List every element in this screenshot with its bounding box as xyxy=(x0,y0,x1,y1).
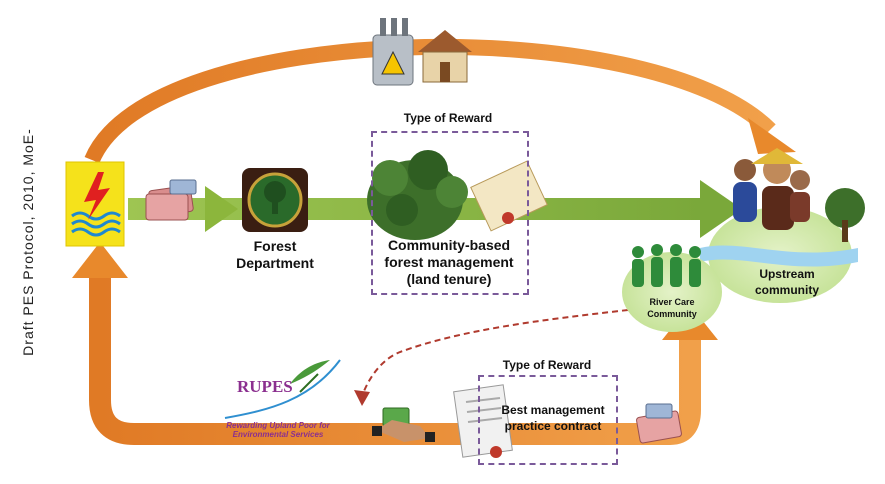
rupes-subtitle: Rewarding Upland Poor for Environmental … xyxy=(226,421,330,439)
side-text: Draft PES Protocol, 2010, MoE- xyxy=(20,128,36,356)
forest-department-logo-icon xyxy=(242,168,308,232)
community-forest-label: Community-based forest management (land … xyxy=(384,237,514,287)
river-icon xyxy=(700,245,858,267)
green-arrowhead-2 xyxy=(700,180,742,238)
red-dashed-arrow xyxy=(361,309,629,397)
river-care-label: River Care Community xyxy=(647,297,697,319)
money-icon-bottom xyxy=(636,403,682,444)
type-of-reward-top-label: Type of Reward xyxy=(403,111,493,125)
community-forest-box xyxy=(371,131,529,295)
best-practice-box xyxy=(478,375,618,465)
green-arrowhead-1 xyxy=(205,186,238,232)
electric-company-logo-icon xyxy=(65,161,125,247)
top-orange-arrowhead xyxy=(748,118,796,154)
rupes-title: RUPES xyxy=(237,377,293,396)
money-icon xyxy=(145,179,197,221)
left-orange-arrowhead xyxy=(72,242,128,278)
handshake-money-icon xyxy=(372,407,435,442)
upstream-community-label: Upstream community xyxy=(754,267,819,297)
red-dashed-arrowhead xyxy=(354,390,370,406)
forest-trees-icon xyxy=(367,150,468,240)
best-practice-label: Best management practice contract xyxy=(501,403,605,433)
power-transformer-house-icon xyxy=(372,18,472,86)
forest-department-label: Forest Department xyxy=(236,238,314,271)
river-care-people-icon xyxy=(632,244,701,287)
rupes-logo-icon xyxy=(224,359,341,419)
community-people-icon xyxy=(733,148,865,242)
contract-document-icon xyxy=(453,384,513,458)
type-of-reward-bottom-label: Type of Reward xyxy=(502,358,592,372)
